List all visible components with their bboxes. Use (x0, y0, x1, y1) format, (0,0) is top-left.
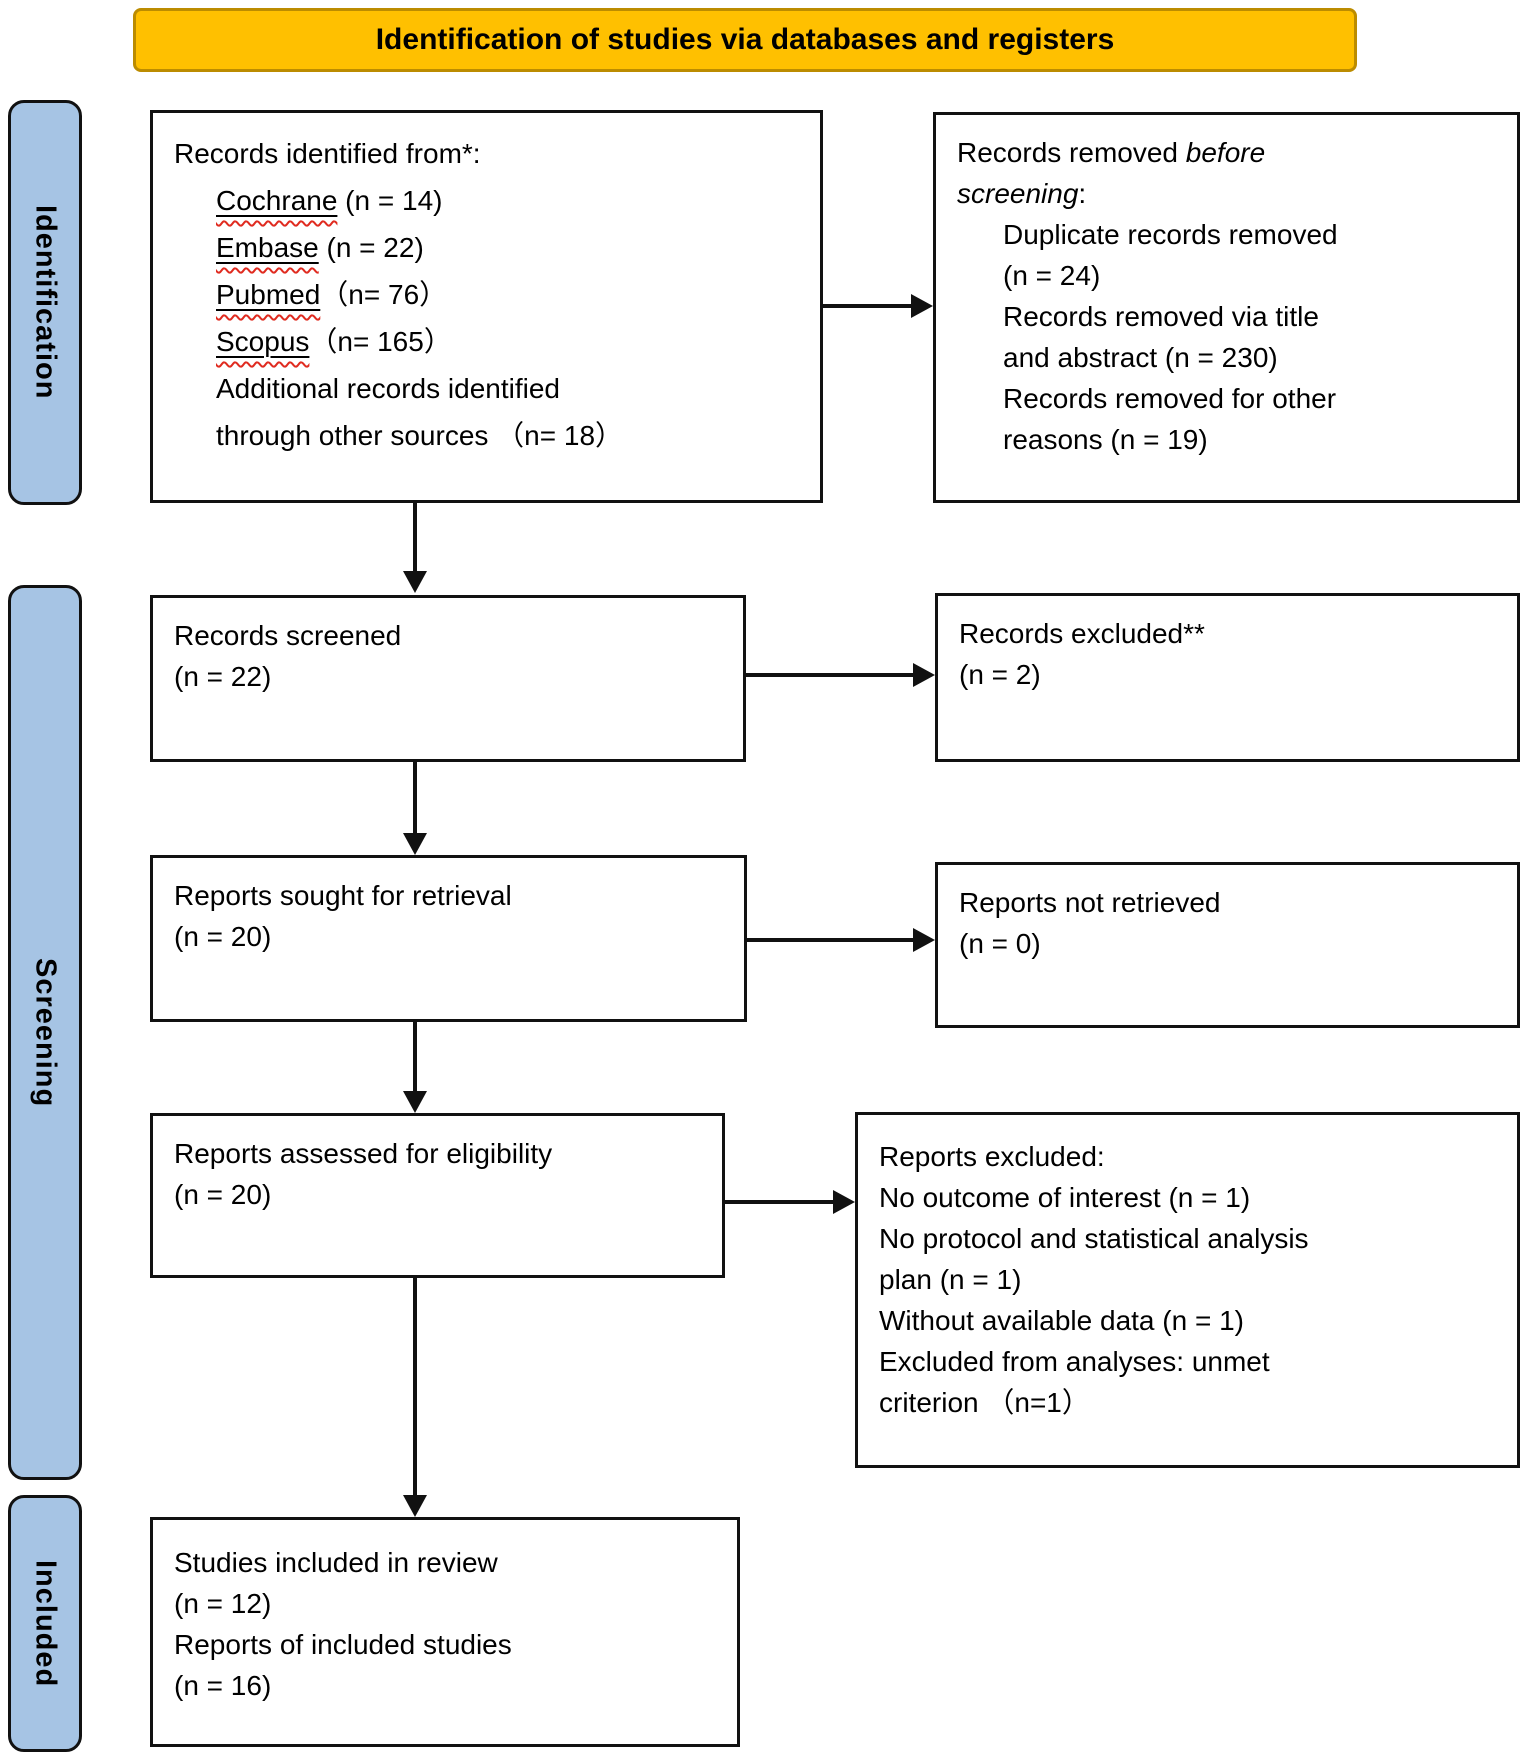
text-line: criterion （n=1） (879, 1387, 1090, 1418)
text-line: (n = 2) (959, 659, 1041, 690)
stage-label-identification: Identification (8, 100, 82, 505)
text-line: Reports not retrieved (959, 887, 1221, 918)
arrow-assessed-to-included-head (403, 1495, 427, 1517)
box-title: Records identified from*: (174, 138, 481, 169)
text-line: (n = 12) (174, 1588, 272, 1619)
box-records-identified: Records identified from*: Cochrane (n = … (150, 110, 823, 503)
text-line: Records excluded** (959, 618, 1205, 649)
stage-label-identification-text: Identification (29, 205, 62, 400)
stage-label-screening: Screening (8, 585, 82, 1480)
database-line: Embase (n = 22) (216, 232, 424, 263)
text-line: Studies included in review (174, 1547, 498, 1578)
arrow-identified-to-screened-line (413, 503, 417, 571)
arrow-assessed-to-excluded-line (725, 1200, 833, 1204)
text-line: Excluded from analyses: unmet (879, 1346, 1270, 1377)
text-line: plan (n = 1) (879, 1264, 1022, 1295)
box-records-excluded: Records excluded** (n = 2) (935, 593, 1520, 762)
text-line: Reports assessed for eligibility (174, 1138, 553, 1169)
text-line: Without available data (n = 1) (879, 1305, 1244, 1336)
arrow-screened-to-excluded-head (913, 663, 935, 687)
arrow-identified-to-removed-head (911, 294, 933, 318)
text-line: (n = 24) (1003, 260, 1101, 291)
arrow-sought-to-assessed-line (413, 1022, 417, 1091)
database-line: Scopus（n= 165） (216, 326, 452, 357)
text-line: (n = 22) (174, 661, 272, 692)
arrow-screened-to-sought-line (413, 762, 417, 833)
stage-label-screening-text: Screening (29, 957, 62, 1108)
spellcheck-underline: Scopus (216, 326, 310, 357)
arrow-sought-to-notretrieved-head (913, 928, 935, 952)
text-line: No protocol and statistical analysis (879, 1223, 1309, 1254)
text-line: Duplicate records removed (1003, 219, 1338, 250)
box-reports-assessed: Reports assessed for eligibility (n = 20… (150, 1113, 725, 1278)
text-line: Reports of included studies (174, 1629, 512, 1660)
text-line: Records removed for other (1003, 383, 1337, 414)
box-studies-included: Studies included in review (n = 12) Repo… (150, 1517, 740, 1747)
arrow-sought-to-notretrieved-line (747, 938, 913, 942)
database-line: Pubmed（n= 76） (216, 279, 448, 310)
stage-label-included-text: Included (29, 1559, 62, 1688)
text-line: Reports sought for retrieval (174, 880, 512, 911)
title-banner: Identification of studies via databases … (133, 8, 1357, 72)
arrow-identified-to-screened-head (403, 571, 427, 593)
text-line: (n = 0) (959, 928, 1041, 959)
banner-title: Identification of studies via databases … (375, 23, 1115, 56)
arrow-identified-to-removed-line (823, 304, 911, 308)
box-records-screened: Records screened (n = 22) (150, 595, 746, 762)
text-line: Reports excluded: (879, 1141, 1105, 1172)
text-line: (n = 20) (174, 1179, 272, 1210)
text-line: and abstract (n = 230) (1003, 342, 1278, 373)
text-line: (n = 20) (174, 921, 272, 952)
text-line: Records removed via title (1003, 301, 1319, 332)
spellcheck-underline: Embase (216, 232, 319, 263)
text-line: No outcome of interest (n = 1) (879, 1182, 1251, 1213)
text-line: through other sources （n= 18） (216, 420, 624, 451)
text-line: Records screened (174, 620, 402, 651)
spellcheck-underline: Cochrane (216, 185, 338, 216)
text-line: (n = 16) (174, 1670, 272, 1701)
arrow-assessed-to-excluded-head (833, 1190, 855, 1214)
text-line: Additional records identified (216, 373, 560, 404)
arrow-screened-to-excluded-line (746, 673, 913, 677)
spellcheck-underline: Pubmed (216, 279, 321, 310)
box-reports-sought: Reports sought for retrieval (n = 20) (150, 855, 747, 1022)
arrow-sought-to-assessed-head (403, 1091, 427, 1113)
text-line: reasons (n = 19) (1003, 424, 1208, 455)
box-reports-excluded: Reports excluded: No outcome of interest… (855, 1112, 1520, 1468)
database-line: Cochrane (n = 14) (216, 185, 443, 216)
arrow-assessed-to-included-line (413, 1278, 417, 1495)
arrow-screened-to-sought-head (403, 833, 427, 855)
stage-label-included: Included (8, 1495, 82, 1752)
box-reports-not-retrieved: Reports not retrieved (n = 0) (935, 862, 1520, 1028)
